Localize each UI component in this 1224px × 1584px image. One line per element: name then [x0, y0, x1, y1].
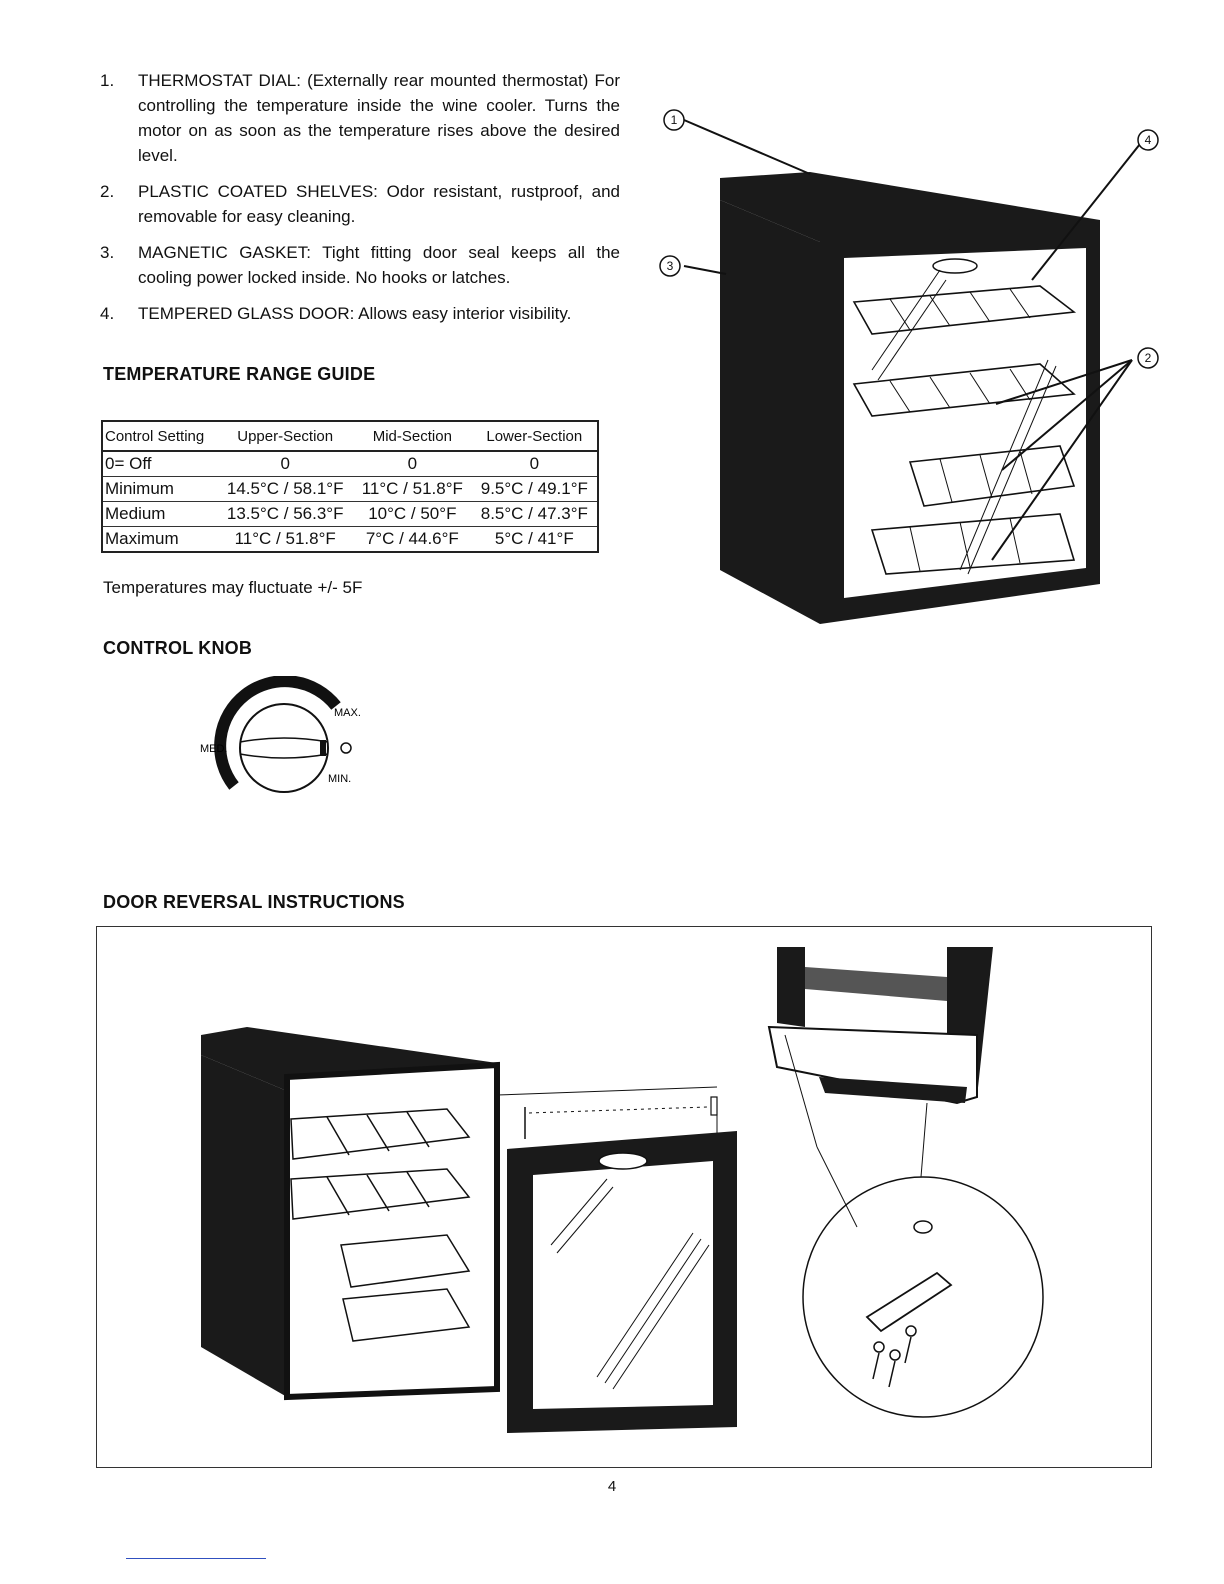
feature-item: 4. TEMPERED GLASS DOOR: Allows easy inte…: [100, 301, 620, 326]
feature-number: 4.: [100, 304, 115, 323]
callout-3-label: 3: [667, 259, 674, 273]
temperature-guide-heading: TEMPERATURE RANGE GUIDE: [103, 364, 376, 384]
table-cell: 0= Off: [102, 451, 218, 477]
feature-number: 1.: [100, 71, 115, 90]
table-row: Minimum 14.5°C / 58.1°F 11°C / 51.8°F 9.…: [102, 476, 598, 502]
column-header: Mid-Section: [353, 421, 472, 452]
table-cell: 11°C / 51.8°F: [353, 476, 472, 502]
min-label: MIN.: [328, 773, 351, 785]
table-row: Maximum 11°C / 51.8°F 7°C / 44.6°F 5°C /…: [102, 526, 598, 553]
feature-text: TEMPERED GLASS DOOR: Allows easy interio…: [138, 304, 572, 323]
table-cell: 0: [471, 451, 598, 477]
feature-text: THERMOSTAT DIAL: (Externally rear mounte…: [138, 71, 620, 165]
feature-list: 1. THERMOSTAT DIAL: (Externally rear mou…: [100, 68, 620, 337]
callout-4: 4: [1137, 129, 1159, 151]
feature-item: 2. PLASTIC COATED SHELVES: Odor resistan…: [100, 179, 620, 229]
callout-2-label: 2: [1145, 351, 1152, 365]
feature-number: 3.: [100, 243, 115, 262]
table-row: Medium 13.5°C / 56.3°F 10°C / 50°F 8.5°C…: [102, 501, 598, 527]
callout-1: 1: [663, 109, 685, 131]
table-cell: 0: [217, 451, 354, 477]
table-cell: 9.5°C / 49.1°F: [471, 476, 598, 502]
feature-item: 3. MAGNETIC GASKET: Tight fitting door s…: [100, 240, 620, 290]
table-cell: 0: [353, 451, 472, 477]
callout-2: 2: [1137, 347, 1159, 369]
control-knob-illustration: MAX. MED. MIN.: [200, 676, 361, 793]
table-row: 0= Off 0 0 0: [102, 451, 598, 477]
table-cell: 11°C / 51.8°F: [217, 526, 354, 553]
table-cell: 10°C / 50°F: [353, 501, 472, 527]
footer-rule: [126, 1558, 266, 1559]
table-cell: Minimum: [102, 476, 218, 502]
indicator-light-icon: [340, 742, 352, 754]
table-header-row: Control Setting Upper-Section Mid-Sectio…: [102, 421, 598, 452]
wine-cooler-diagram: 1 4 3 2: [659, 109, 1159, 624]
table-cell: 7°C / 44.6°F: [353, 526, 472, 553]
page-number: 4: [607, 1478, 617, 1495]
max-label: MAX.: [334, 707, 361, 719]
control-knob-heading: CONTROL KNOB: [103, 638, 253, 658]
feature-text: PLASTIC COATED SHELVES: Odor resistant, …: [138, 182, 620, 226]
door-reversal-illustration-box: [96, 926, 1152, 1468]
table-cell: 14.5°C / 58.1°F: [217, 476, 354, 502]
feature-item: 1. THERMOSTAT DIAL: (Externally rear mou…: [100, 68, 620, 168]
table-cell: 8.5°C / 47.3°F: [471, 501, 598, 527]
feature-text: MAGNETIC GASKET: Tight fitting door seal…: [138, 243, 620, 287]
callout-3: 3: [659, 255, 681, 277]
table-cell: Medium: [102, 501, 218, 527]
temperature-table: Control Setting Upper-Section Mid-Sectio…: [101, 420, 599, 553]
column-header: Lower-Section: [471, 421, 598, 452]
column-header: Control Setting: [102, 421, 218, 452]
table-cell: 13.5°C / 56.3°F: [217, 501, 354, 527]
table-cell: 5°C / 41°F: [471, 526, 598, 553]
med-label: MED.: [200, 743, 228, 755]
table-cell: Maximum: [102, 526, 218, 553]
door-reversal-heading: DOOR REVERSAL INSTRUCTIONS: [103, 892, 405, 912]
callout-1-label: 1: [671, 113, 678, 127]
door-reversal-illustration: [201, 947, 1044, 1433]
temperature-note: Temperatures may fluctuate +/- 5F: [103, 578, 363, 597]
feature-number: 2.: [100, 182, 115, 201]
column-header: Upper-Section: [217, 421, 354, 452]
callout-4-label: 4: [1145, 133, 1152, 147]
